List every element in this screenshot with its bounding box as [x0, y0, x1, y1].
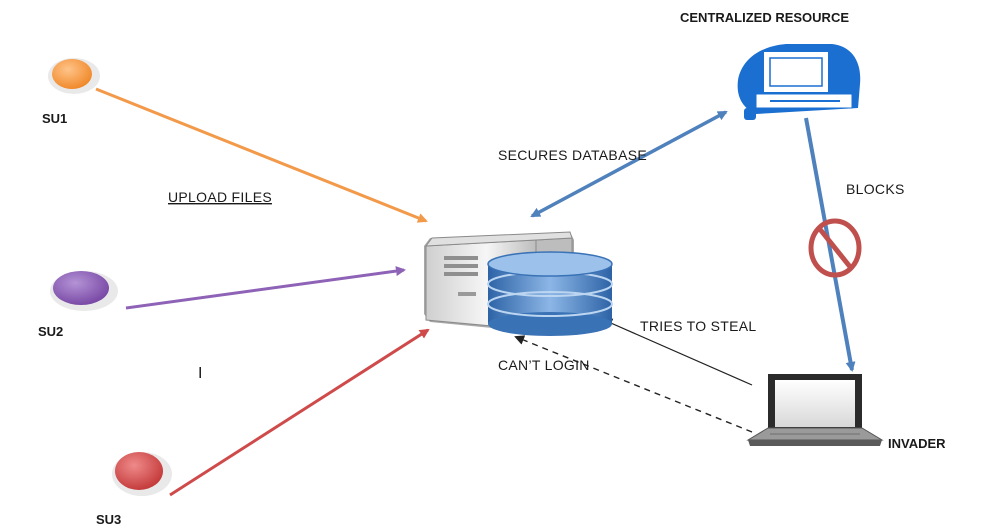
invader-label: INVADER	[888, 436, 946, 451]
su1-label: SU1	[42, 111, 67, 126]
secures-database-label: SECURES DATABASE	[498, 147, 647, 163]
centralized-resource-label: CENTRALIZED RESOURCE	[680, 10, 849, 25]
cant-login-arrow	[514, 335, 753, 433]
secures-database-arrow	[530, 110, 728, 218]
su2-node	[50, 271, 118, 311]
tries-to-steal-label: TRIES TO STEAL	[640, 318, 757, 334]
prohibited-icon	[808, 218, 862, 278]
su1-node	[48, 58, 100, 94]
tries-to-steal-arrow	[602, 318, 753, 386]
su1-upload-arrow	[95, 87, 428, 223]
su3-label: SU3	[96, 512, 121, 527]
server-database-icon	[424, 231, 613, 336]
su3-node	[112, 452, 172, 496]
cant-login-label: CAN’T LOGIN	[498, 357, 590, 373]
upload-files-label: UPLOAD FILES	[168, 189, 272, 205]
stray-mark: I	[198, 365, 203, 382]
laptop-icon	[746, 374, 884, 446]
su2-upload-arrow	[125, 266, 406, 310]
desktop-computer-icon	[737, 44, 861, 120]
blocks-label: BLOCKS	[846, 181, 905, 197]
su3-upload-arrow	[169, 328, 430, 497]
su2-label: SU2	[38, 324, 63, 339]
